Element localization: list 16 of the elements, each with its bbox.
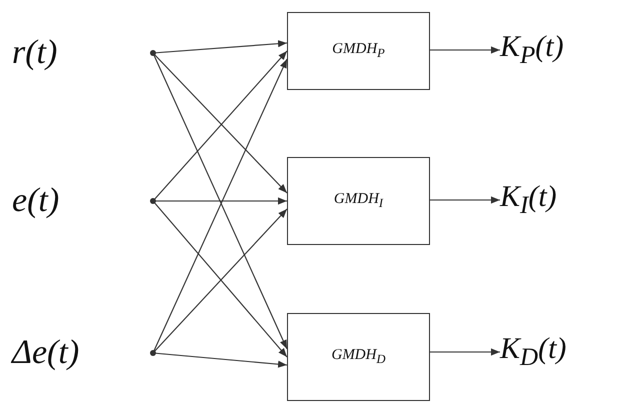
process-box <box>287 12 430 90</box>
input-signal-label: Δe(t) <box>12 334 80 372</box>
arrow <box>430 348 500 356</box>
output-signal-label: K$_{D}$(t) <box>500 332 566 372</box>
process-box <box>287 157 430 245</box>
block-label: GMDH$_{D}$ <box>331 347 386 367</box>
input-signal-label: r(t) <box>12 34 58 72</box>
arrow <box>430 46 500 54</box>
block-label: GMDH$_{P}$ <box>332 41 385 61</box>
input-signal-label: e(t) <box>12 182 60 220</box>
process-box <box>287 313 430 401</box>
output-signal-label: K$_{I}$(t) <box>500 180 557 220</box>
arrow <box>153 197 287 205</box>
arrow <box>430 196 500 204</box>
output-signal-label: K$_{P}$(t) <box>500 30 564 70</box>
block-label: GMDH$_{I}$ <box>334 191 384 211</box>
